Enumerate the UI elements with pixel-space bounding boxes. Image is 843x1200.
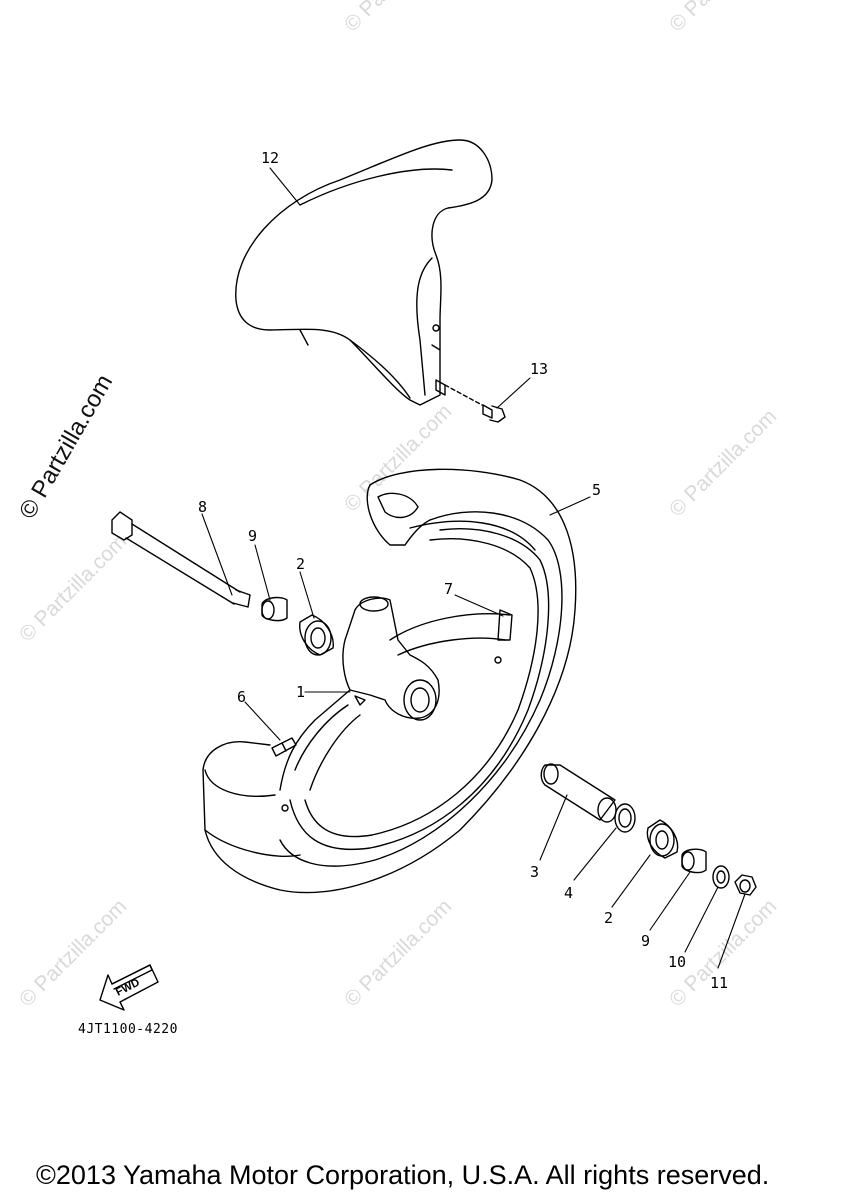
callout-2: 2 — [296, 555, 305, 573]
bearing-left — [300, 615, 334, 655]
axle-nut — [735, 875, 756, 895]
tire — [203, 469, 576, 892]
callout-9-right: 9 — [641, 932, 650, 950]
copyright-notice: ©2013 Yamaha Motor Corporation, U.S.A. A… — [36, 1160, 770, 1190]
diagram-reference-code: 4JT1100-4220 — [78, 1022, 178, 1037]
callout-13: 13 — [530, 360, 548, 378]
callout-3: 3 — [530, 863, 539, 881]
washer — [713, 866, 729, 888]
front-fender — [236, 140, 492, 405]
valve-stem — [272, 738, 296, 756]
callout-12: 12 — [261, 149, 279, 167]
callout-8: 8 — [198, 498, 207, 516]
callout-4: 4 — [564, 884, 573, 902]
bearing-right — [647, 820, 677, 858]
collar-right — [682, 849, 706, 872]
callout-5: 5 — [592, 481, 601, 499]
callout-10: 10 — [668, 953, 686, 971]
oil-seal — [615, 804, 635, 832]
collar-left — [262, 598, 287, 621]
callout-numbers: 12 13 5 8 9 2 7 1 6 3 4 2 9 10 11 — [198, 149, 728, 992]
spacer-tube — [541, 764, 616, 822]
wheel — [280, 529, 549, 850]
fender-bolt — [445, 385, 505, 422]
front-axle — [112, 512, 250, 607]
callout-2-right: 2 — [604, 909, 613, 927]
callout-11: 11 — [710, 974, 728, 992]
callout-9: 9 — [248, 527, 257, 545]
callout-1: 1 — [296, 683, 305, 701]
callout-7: 7 — [444, 580, 453, 598]
callout-6: 6 — [237, 688, 246, 706]
forward-arrow-icon: FWD — [100, 965, 158, 1010]
leader-lines — [202, 168, 745, 968]
